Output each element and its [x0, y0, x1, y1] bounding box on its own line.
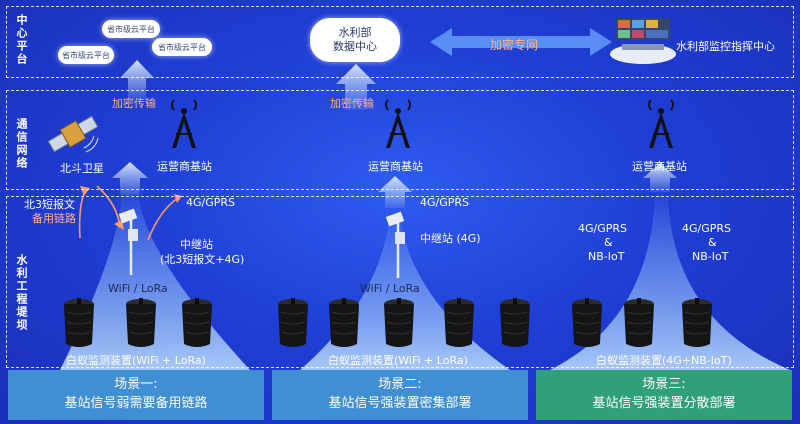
private-net-label: 加密专网: [490, 38, 539, 52]
provincial-cloud-c: 省市级云平台: [152, 38, 212, 56]
s3-left-2: &: [604, 236, 613, 249]
s3-left-3: NB-IoT: [588, 250, 625, 263]
wifi-label-1: WiFi / LoRa: [108, 282, 168, 295]
scene-1: 场景一: 基站信号弱需要备用链路: [8, 370, 264, 420]
backup-link-label: 备用链路: [32, 212, 76, 225]
termite-monitor-device: [126, 298, 156, 347]
scene-2-desc: 基站信号强装置密集部署: [328, 396, 472, 411]
provincial-cloud-b: 省市级云平台: [58, 46, 114, 64]
ministry-line2: 数据中心: [333, 40, 377, 53]
ministry-line1: 水利部: [338, 25, 372, 39]
center-platform-box: [6, 6, 794, 78]
relay-station-icon-1: [118, 208, 138, 275]
termite-monitor-device: [572, 298, 602, 347]
g4-label-1: 4G/GPRS: [186, 196, 236, 209]
beidou-label: 北斗卫星: [60, 162, 104, 175]
termite-monitor-device: [329, 298, 359, 347]
termite-monitor-device: [682, 298, 712, 347]
termite-monitor-device: [278, 298, 308, 347]
wifi-label-2: WiFi / LoRa: [360, 282, 420, 295]
layer-label-project: 水利工程堤坝: [15, 254, 28, 332]
termite-monitor-device: [182, 298, 212, 347]
up-arrow-s3: [643, 163, 677, 192]
up-arrow-s2: [378, 176, 412, 208]
encrypt-label-1: 加密传输: [112, 97, 156, 110]
project-box: [6, 196, 794, 368]
station-label-1: 运营商基站: [157, 160, 212, 173]
up-arrow-s1: [112, 162, 148, 195]
network-box: [6, 90, 794, 190]
relay-station-icon-2: [385, 211, 405, 278]
relay-arrow: [147, 197, 179, 241]
termite-monitor-device: [64, 298, 94, 347]
scene-3: 场景三: 基站信号强装置分散部署: [536, 370, 792, 420]
provincial-cloud-a: 省市级云平台: [102, 20, 160, 38]
scene-1-desc: 基站信号弱需要备用链路: [64, 396, 208, 411]
s3-left-1: 4G/GPRS: [578, 222, 628, 235]
termite-monitor-device: [624, 298, 654, 347]
tower-icon-3: [648, 99, 674, 148]
relay2-label: 中继站 (4G): [420, 232, 481, 245]
device-label-1: 白蚁监测装置(WiFi + LoRa): [66, 354, 206, 367]
private-net-arrow: [430, 28, 612, 56]
device-label-2: 白蚁监测装置(WiFi + LoRa): [328, 354, 468, 367]
command-center-label: 水利部监控指挥中心: [676, 40, 775, 53]
station-label-3: 运营商基站: [632, 160, 687, 173]
layer-label-center: 中心平台: [15, 14, 28, 66]
satellite-icon: [47, 115, 99, 153]
scene-1-title: 场景一:: [114, 377, 158, 393]
ministry-data-center: 水利部 数据中心: [310, 18, 400, 62]
s3-right-1: 4G/GPRS: [682, 222, 732, 235]
up-arrow-encrypt2: [336, 64, 376, 110]
scene-2: 场景二: 基站信号强装置密集部署: [272, 370, 528, 420]
g4-label-2: 4G/GPRS: [420, 196, 470, 209]
encrypt-label-2: 加密传输: [330, 97, 374, 110]
termite-monitor-device: [444, 298, 474, 347]
command-center-icon: [610, 18, 676, 64]
scene-3-desc: 基站信号强装置分散部署: [592, 396, 736, 411]
scene-2-title: 场景二:: [378, 377, 422, 393]
tower-icon-2: [385, 99, 411, 148]
layer-label-network: 通信网络: [15, 118, 28, 170]
s3-right-2: &: [708, 236, 717, 249]
relay1-line1: 中继站: [180, 238, 213, 251]
scene-3-title: 场景三:: [642, 377, 686, 393]
tower-icon-1: [171, 99, 197, 148]
station-label-2: 运营商基站: [368, 160, 423, 173]
termite-monitor-device: [384, 298, 414, 347]
device-label-3: 白蚁监测装置(4G+NB-IoT): [596, 354, 732, 367]
s3-right-3: NB-IoT: [692, 250, 729, 263]
beam-scene3: [550, 195, 790, 370]
beidou-sms-label: 北3短报文: [24, 198, 75, 211]
relay1-line2: (北3短报文+4G): [160, 253, 245, 266]
termite-monitor-device: [500, 298, 530, 347]
